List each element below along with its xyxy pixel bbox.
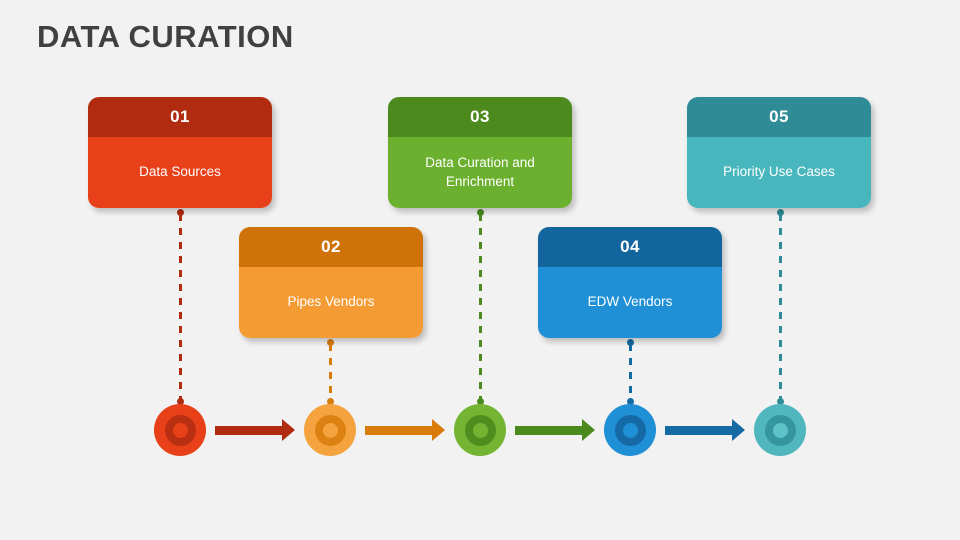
step-card-header-04: 04	[538, 227, 722, 267]
step-number: 02	[321, 237, 341, 256]
step-card-body-01: Data Sources	[88, 137, 272, 208]
timeline-node-core	[622, 422, 638, 438]
timeline-node-core	[772, 422, 788, 438]
step-card-header-05: 05	[687, 97, 871, 137]
arrow-head-icon	[732, 419, 745, 441]
connector-dashes	[779, 214, 782, 400]
connector-dot-bottom	[627, 398, 634, 405]
connector-line-05	[777, 209, 784, 405]
connector-dashes	[479, 214, 482, 400]
connector-dot-bottom	[777, 398, 784, 405]
step-card-header-03: 03	[388, 97, 572, 137]
connector-dashes	[329, 344, 332, 400]
arrow-head-icon	[582, 419, 595, 441]
timeline-node-01[interactable]	[154, 404, 206, 456]
connector-dashes	[179, 214, 182, 400]
flow-arrow-01-to-02	[215, 419, 295, 441]
connector-dot-top	[627, 339, 634, 346]
connector-dot-bottom	[177, 398, 184, 405]
timeline-node-ring	[764, 414, 796, 446]
step-number: 01	[170, 107, 190, 126]
step-card-body-03: Data Curation and Enrichment	[388, 137, 572, 208]
step-card-header-01: 01	[88, 97, 272, 137]
flow-arrow-02-to-03	[365, 419, 445, 441]
arrow-head-icon	[432, 419, 445, 441]
step-label: Data Curation and Enrichment	[425, 155, 535, 189]
timeline-node-ring	[314, 414, 346, 446]
connector-dot-bottom	[477, 398, 484, 405]
arrow-shaft	[665, 426, 733, 435]
step-card-body-05: Priority Use Cases	[687, 137, 871, 208]
timeline-node-core	[322, 422, 338, 438]
step-label: Data Sources	[139, 164, 221, 180]
timeline-node-ring	[164, 414, 196, 446]
flow-arrow-03-to-04	[515, 419, 595, 441]
timeline-node-03[interactable]	[454, 404, 506, 456]
page-title: DATA CURATION	[37, 19, 294, 54]
step-number: 03	[470, 107, 490, 126]
connector-dot-top	[177, 209, 184, 216]
step-card-header-02: 02	[239, 227, 423, 267]
step-number: 04	[620, 237, 640, 256]
step-label: EDW Vendors	[587, 294, 673, 310]
connector-dot-top	[477, 209, 484, 216]
connector-line-02	[327, 339, 334, 405]
connector-dot-top	[327, 339, 334, 346]
timeline-node-05[interactable]	[754, 404, 806, 456]
connector-line-03	[477, 209, 484, 405]
step-number: 05	[769, 107, 789, 126]
arrow-shaft	[365, 426, 433, 435]
step-card-body-04: EDW Vendors	[538, 267, 722, 338]
timeline-node-core	[472, 422, 488, 438]
timeline-node-02[interactable]	[304, 404, 356, 456]
step-card-body-02: Pipes Vendors	[239, 267, 423, 338]
connector-line-01	[177, 209, 184, 405]
connector-dot-top	[777, 209, 784, 216]
arrow-shaft	[215, 426, 283, 435]
arrow-shaft	[515, 426, 583, 435]
flow-arrow-04-to-05	[665, 419, 745, 441]
timeline-node-ring	[464, 414, 496, 446]
timeline-node-ring	[614, 414, 646, 446]
step-label: Priority Use Cases	[723, 164, 835, 180]
timeline-node-core	[172, 422, 188, 438]
connector-line-04	[627, 339, 634, 405]
arrow-head-icon	[282, 419, 295, 441]
connector-dashes	[629, 344, 632, 400]
connector-dot-bottom	[327, 398, 334, 405]
step-label: Pipes Vendors	[287, 294, 375, 310]
timeline-node-04[interactable]	[604, 404, 656, 456]
